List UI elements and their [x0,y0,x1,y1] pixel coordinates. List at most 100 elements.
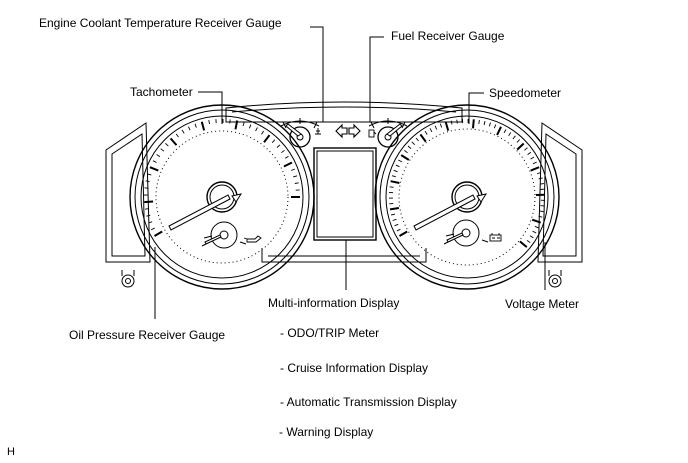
minor-tick [194,123,197,128]
minor-tick [532,161,537,165]
major-tick [398,230,408,237]
minor-tick [532,230,537,234]
minor-tick [540,205,545,207]
major-tick [144,200,154,204]
major-tick [149,166,159,172]
leader-lines [154,26,546,319]
minor-tick [516,139,521,143]
minor-tick [160,148,165,152]
major-tick [519,240,528,248]
minor-tick [255,127,258,132]
major-tick [169,137,178,146]
minor-tick [293,175,298,178]
minor-tick [538,215,543,218]
major-tick [444,121,450,131]
minor-tick [393,169,398,173]
warning-display-item: - Warning Display [279,425,374,439]
minor-tick [456,119,458,124]
minor-tick [208,120,210,125]
major-tick [234,120,239,130]
minor-tick [527,151,532,155]
minor-tick [524,147,528,151]
major-tick [389,207,400,211]
coolant-temp-icon [315,128,321,135]
tachometer-needle [168,193,243,231]
minor-tick [165,142,169,147]
minor-tick [144,208,149,210]
speedometer-ticks [389,119,546,248]
major-tick [200,121,206,131]
minor-tick [229,119,231,124]
major-tick [263,134,271,143]
oil-pressure-subgauge [201,221,247,249]
minor-tick [396,228,401,232]
minor-tick [156,154,161,158]
minor-tick [281,149,285,154]
major-tick [419,133,427,143]
minor-tick [147,173,152,176]
minor-tick [508,132,512,137]
minor-tick [503,129,507,134]
minor-tick [242,122,245,127]
minor-tick [389,186,394,188]
minor-tick [145,180,150,183]
minor-tick [276,144,281,148]
coolant-gauge [280,118,320,148]
fuel-gauge [368,118,408,148]
minor-tick [534,225,539,229]
tachometer-label: Tachometer [130,85,193,99]
minor-tick [271,139,276,144]
left-wing-housing [105,122,151,288]
minor-tick [398,159,403,163]
minor-tick [407,145,412,149]
minor-tick [424,130,428,135]
tachometer-ticks [143,119,300,237]
speedometer-label: Speedometer [489,86,562,100]
minor-tick [526,239,531,244]
battery-icon [489,233,502,242]
major-tick [530,166,540,172]
odo-trip-item: - ODO/TRIP Meter [280,326,380,340]
minor-tick [391,175,396,178]
right-wing-housing [537,122,583,288]
minor-tick [152,160,157,163]
left-turn-arrow-icon [335,123,348,139]
minor-tick [411,141,416,146]
major-tick [400,154,410,161]
tachometer-dial [129,104,315,290]
minor-tick [488,122,491,127]
minor-tick [146,214,151,217]
minor-tick [415,137,419,142]
engine-coolant-label: Engine Coolant Temperature Receiver Gaug… [39,16,282,30]
coolant-leader-line [310,26,324,122]
fuel-leader-line [369,36,384,122]
fuel-pump-icon [368,129,377,138]
voltage-subgauge [443,219,489,247]
minor-tick [392,218,397,221]
minor-tick [529,235,534,239]
oil-can-icon [243,235,262,243]
auto-transmission-item: - Automatic Transmission Display [280,395,457,409]
major-tick [390,180,400,184]
minor-tick [450,120,453,125]
minor-tick [390,213,396,216]
minor-tick [429,128,433,133]
tachometer-leader-line [198,91,223,124]
minor-tick [151,227,155,231]
cruise-info-item: - Cruise Information Display [280,361,429,375]
minor-tick [187,126,191,131]
minor-tick [493,124,497,129]
major-tick [496,126,502,136]
multi-information-display [313,147,377,241]
major-tick [531,218,542,224]
minor-tick [512,135,516,140]
oil-pressure-label: Oil Pressure Receiver Gauge [69,328,226,342]
speedometer-leader-line [468,92,484,124]
minor-tick [181,129,185,134]
minor-tick [175,133,179,138]
voltage-meter-label: Voltage Meter [505,297,580,311]
minor-tick [148,221,153,224]
minor-tick [404,150,408,154]
speedometer-needle [413,193,488,231]
